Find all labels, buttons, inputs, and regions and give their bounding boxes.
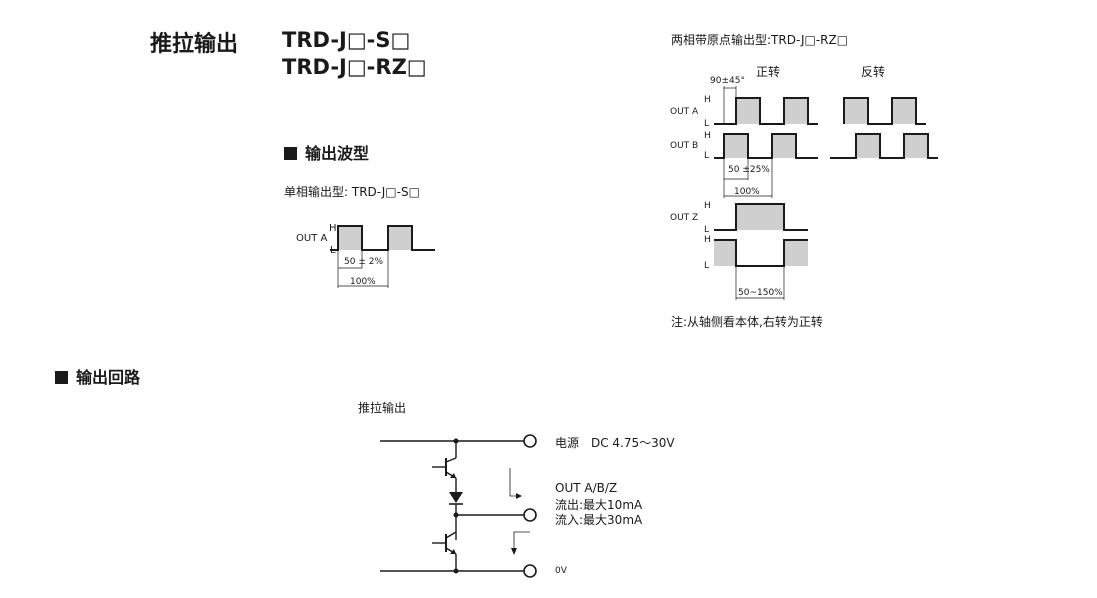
out-z-signal	[714, 203, 808, 231]
square-bullet-icon	[284, 147, 297, 160]
section-circuit-label: 输出回路	[76, 368, 141, 387]
out-b-label: OUT B	[670, 141, 698, 151]
section-waveform: 输出波型	[284, 140, 369, 164]
ground-label: 0V	[555, 566, 567, 576]
diode	[449, 492, 463, 503]
period-label: 100%	[350, 277, 376, 287]
out-a-l-label: L	[704, 119, 709, 129]
out-z-inverted-signal	[714, 239, 808, 267]
single-phase-label: 单相输出型: TRD-J□-S□	[284, 185, 420, 199]
page-title: 推拉输出	[150, 32, 239, 57]
single-phase-waveform: OUT A H L 50 ± 2% 100%	[296, 223, 435, 288]
source-arrow-icon	[509, 468, 520, 497]
duty-label: 50 ± 2%	[344, 257, 383, 267]
output-label: OUT A/B/Z	[555, 481, 618, 495]
power-terminal[interactable]	[523, 434, 537, 448]
rotation-note: 注:从轴侧看本体,右转为正转	[671, 315, 823, 329]
out-b-reverse-signal	[830, 133, 938, 159]
model-s: TRD-J□-S□	[282, 28, 411, 52]
ground-terminal[interactable]	[523, 564, 537, 578]
b-period-label: 100%	[734, 187, 760, 197]
out-b-forward-signal	[714, 133, 818, 159]
out-a-forward-signal	[714, 97, 818, 125]
out-zb-h-label: H	[704, 235, 711, 245]
push-pull-circuit	[380, 434, 537, 578]
pulse-fill	[338, 226, 362, 250]
power-label: 电源 DC 4.75～30V	[555, 436, 675, 450]
pulse-fill	[388, 226, 412, 250]
out-a-signal	[330, 225, 435, 251]
two-phase-label: 两相带原点输出型:TRD-J□-RZ□	[671, 33, 849, 47]
section-waveform-label: 输出波型	[305, 144, 370, 163]
output-terminal[interactable]	[523, 508, 537, 522]
sink-current-label: 流入:最大30mA	[555, 513, 643, 527]
l-label: L	[330, 245, 336, 256]
out-b-l-label: L	[704, 151, 709, 161]
two-phase-waveform: 90±45° 正转 反转 OUT A H L OUT B H L 50 ±25%…	[670, 64, 938, 300]
out-b-h-label: H	[704, 131, 711, 141]
circuit-title: 推拉输出	[358, 401, 407, 415]
square-bullet-icon	[55, 371, 68, 384]
out-zb-l-label: L	[704, 261, 709, 271]
reverse-label: 反转	[861, 64, 885, 79]
h-label: H	[329, 223, 337, 234]
b-duty-label: 50 ±25%	[728, 165, 770, 175]
source-current-label: 流出:最大10mA	[555, 498, 643, 512]
out-z-label: OUT Z	[670, 213, 698, 223]
out-a-label: OUT A	[670, 107, 699, 117]
forward-label: 正转	[756, 64, 780, 79]
out-a-h-label: H	[704, 95, 711, 105]
phase-label: 90±45°	[710, 76, 745, 86]
out-a-label: OUT A	[296, 233, 327, 244]
sink-arrow-icon	[513, 531, 530, 552]
out-z-h-label: H	[704, 201, 711, 211]
model-rz: TRD-J□-RZ□	[282, 55, 427, 79]
out-z-l-label: L	[704, 225, 709, 235]
z-width-label: 50~150%	[738, 288, 783, 298]
out-a-reverse-signal	[843, 97, 926, 125]
section-circuit: 输出回路	[55, 364, 140, 388]
